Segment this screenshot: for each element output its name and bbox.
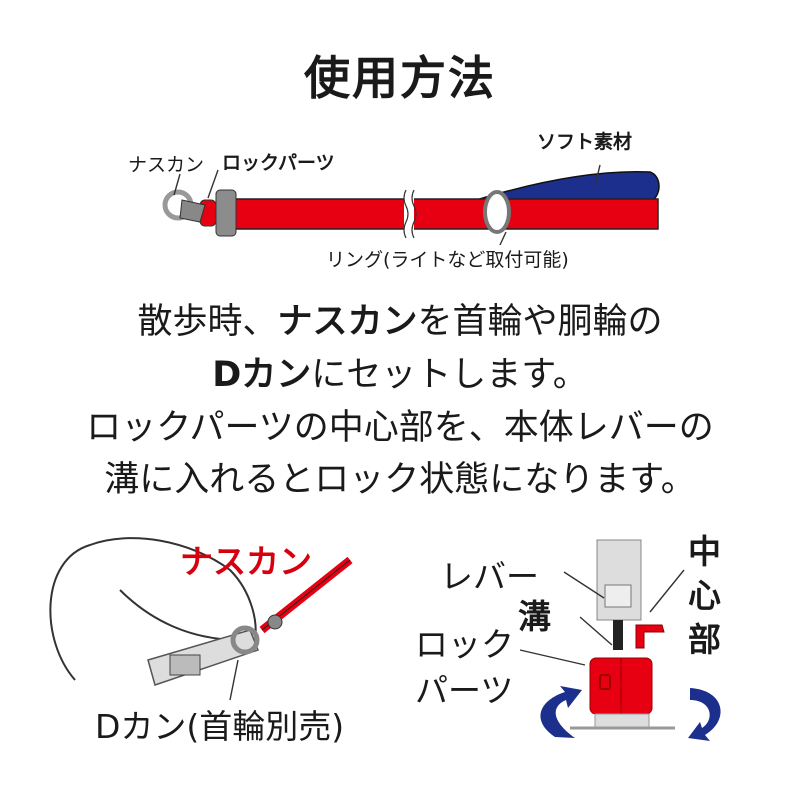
bold-text: Dカン [212,355,312,395]
instruction-line-1: 散歩時、ナスカンを首輪や胴輪の [0,296,800,348]
soft-material-label: ソフト素材 [537,131,633,153]
d-ring-icon [230,625,260,655]
text: を首輪や胴輪の [417,302,663,342]
bold-text: ナスカン [277,302,418,342]
ring-icon [483,190,511,234]
rotate-arrow-right-icon [688,688,721,741]
lock-label-line2: パーツ [415,671,514,710]
text: 散歩時、 [137,302,278,342]
text: にセットします。 [311,355,588,395]
lever-label: レバー [440,557,539,596]
snap-hook-label: ナスカン [128,154,205,176]
instruction-line-4: 溝に入れるとロック状態になります。 [104,460,696,500]
dog-snap-hook-label: ナスカン [180,542,312,581]
groove-label: 溝 [518,597,551,636]
page-title: 使用方法 [304,51,496,105]
instruction-line-3: ロックパーツの中心部を、本体レバーの [86,408,714,448]
leash-strap [217,198,659,230]
dog-illustration [49,537,353,701]
ring-label: リング(ライトなど取付可能) [326,249,569,271]
lock-illustration [519,539,721,741]
soft-material-handle [469,171,660,203]
center-part [635,624,665,649]
instruction-line-2: Dカンにセットします。 [0,349,800,401]
lock-part-label: ロックパーツ [222,152,335,174]
d-ring-label: Dカン(首輪別売) [95,707,345,746]
collar [147,629,259,686]
lever-body [596,539,642,621]
center-label: 中心部 [688,532,721,659]
lock-label-line1: ロック [415,625,514,664]
rotate-arrow-left-icon [540,686,582,738]
